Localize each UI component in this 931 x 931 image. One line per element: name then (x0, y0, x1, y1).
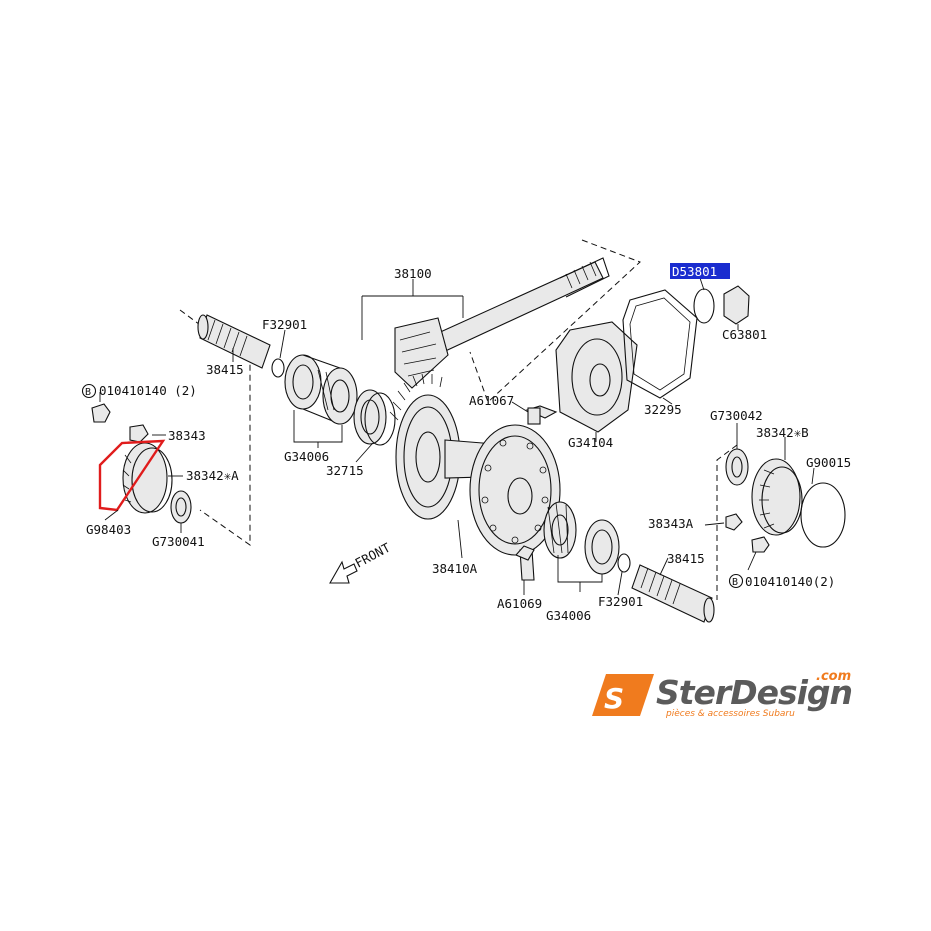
front-label: FRONT (352, 540, 393, 571)
logo-name: SterDesign (656, 673, 852, 712)
oil-seal-g730041[interactable] (170, 490, 192, 524)
label-010410140-right[interactable]: 010410140(2) (745, 574, 835, 589)
label-38415-right[interactable]: 38415 (667, 551, 705, 566)
label-f32901-left[interactable]: F32901 (262, 317, 307, 332)
label-38343-left[interactable]: 38343 (168, 428, 206, 443)
pinion-group-outline (469, 239, 641, 403)
rear-cover[interactable] (555, 321, 638, 433)
lock-plate-38343[interactable] (129, 424, 149, 443)
label-38342-b[interactable]: 38342✳B (756, 425, 809, 440)
label-38410a[interactable]: 38410A (432, 561, 478, 576)
label-010410140-left[interactable]: 010410140 (2) (99, 383, 197, 398)
logo-tagline: pièces & accessoires Subaru (665, 708, 795, 719)
label-g730042[interactable]: G730042 (710, 408, 763, 423)
label-g730041[interactable]: G730041 (152, 534, 205, 549)
label-g90015[interactable]: G90015 (806, 455, 851, 470)
lock-nut-c63801[interactable] (723, 285, 750, 325)
label-d53801[interactable]: D53801 (672, 264, 717, 279)
label-g98403[interactable]: G98403 (86, 522, 131, 537)
label-c63801[interactable]: C63801 (722, 327, 767, 342)
d53801-highlight (670, 263, 730, 279)
circled-b-letter-right: B (732, 577, 738, 588)
label-38342-a[interactable]: 38342✳A (186, 468, 239, 483)
logo-monogram-badge (592, 674, 654, 716)
circlip-left[interactable] (271, 358, 285, 378)
label-32715[interactable]: 32715 (326, 463, 364, 478)
label-f32901-right[interactable]: F32901 (598, 594, 643, 609)
label-g34104[interactable]: G34104 (568, 435, 613, 450)
bearing-race-32715[interactable] (353, 389, 396, 446)
label-g34006-left[interactable]: G34006 (284, 449, 329, 464)
bolt-left-010410140[interactable] (91, 403, 111, 423)
right-output-shaft[interactable] (631, 564, 715, 623)
bolt-a61067[interactable] (525, 405, 558, 425)
o-ring-g90015[interactable] (800, 482, 846, 548)
left-output-shaft[interactable] (197, 314, 271, 369)
gasket-32295[interactable] (622, 289, 698, 399)
red-selection-outline (98, 439, 166, 512)
label-38415-left[interactable]: 38415 (206, 362, 244, 377)
logo-domain: .com (816, 669, 851, 684)
lock-plate-38343a[interactable] (725, 513, 743, 531)
circled-b-icon-right (728, 573, 744, 589)
circled-b-icon-left (81, 383, 97, 399)
label-38100[interactable]: 38100 (394, 266, 432, 281)
differential-case[interactable] (389, 373, 561, 556)
front-direction-indicator: FRONT (329, 540, 393, 584)
oil-seal-g730042[interactable] (725, 448, 749, 486)
circled-b-letter-left: B (85, 387, 91, 398)
label-g34006-right[interactable]: G34006 (546, 608, 591, 623)
label-38343a[interactable]: 38343A (648, 516, 694, 531)
label-a61067[interactable]: A61067 (469, 393, 514, 408)
o-ring-d53801[interactable] (693, 288, 715, 324)
retainer-38342-b[interactable] (751, 458, 803, 536)
label-32295[interactable]: 32295 (644, 402, 682, 417)
right-group-outline (716, 444, 738, 600)
pinion-shaft[interactable] (394, 257, 610, 389)
leader-lines (99, 277, 815, 596)
bolt-a61069[interactable] (515, 545, 535, 581)
sterdesign-logo: S SterDesign .com pièces & accessoires S… (592, 669, 853, 719)
logo-monogram: S (604, 682, 624, 715)
retainer-38342-a[interactable] (122, 442, 173, 514)
front-arrow-icon (329, 560, 358, 584)
bolt-right-010410140[interactable] (751, 536, 770, 553)
label-a61069[interactable]: A61069 (497, 596, 542, 611)
part-labels: 38100 38415 F32901 B 010410140 (2) 38343… (81, 263, 851, 623)
taper-bearing-left[interactable] (284, 354, 358, 425)
circlip-right[interactable] (617, 553, 631, 573)
taper-bearing-right[interactable] (543, 501, 620, 575)
